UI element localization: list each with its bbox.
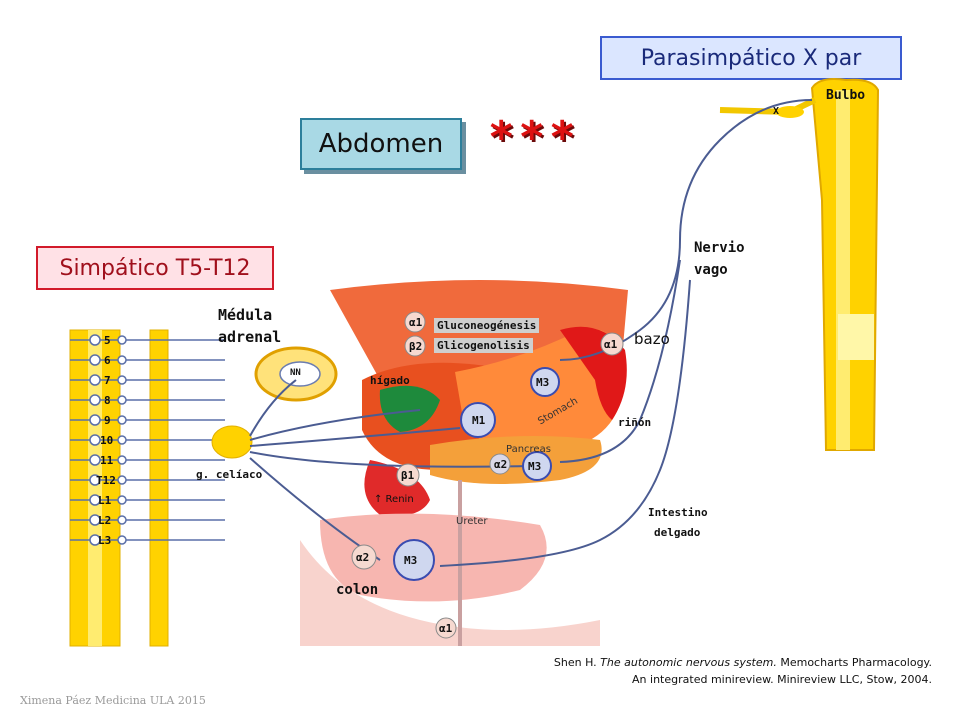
label-higado: hígado	[370, 374, 410, 387]
label-medula: Médula	[218, 306, 273, 324]
label-gluconeogenesis: Gluconeogénesis	[434, 318, 540, 333]
spinal-column-left	[69, 329, 225, 647]
receptor-m3-colon: M3	[404, 554, 418, 567]
label-adrenal: adrenal	[218, 328, 282, 346]
label-nervio: Nervio	[694, 240, 745, 256]
receptor-beta1: β1	[401, 469, 415, 482]
spinal-level-t12: T12	[96, 474, 116, 487]
citation-line2: An integrated minireview. Minireview LLC…	[632, 673, 932, 686]
label-colon: colon	[336, 582, 379, 598]
label-ureter: Ureter	[456, 516, 488, 527]
spinal-level-9: 9	[104, 414, 111, 427]
citation-rest: Memocharts Pharmacology.	[776, 656, 932, 669]
label-intestino: Intestino	[648, 506, 708, 519]
receptor-alpha1-top: α1	[409, 316, 423, 329]
spinal-level-6: 6	[104, 354, 111, 367]
receptor-m3-pancreas: M3	[528, 460, 542, 473]
label-delgado: delgado	[654, 526, 701, 539]
citation-title: The autonomic nervous system.	[600, 656, 777, 669]
parasympathetic-title: Parasimpático X par	[600, 36, 902, 80]
celiac-ganglion	[211, 425, 253, 459]
abdomen-title: Abdomen	[300, 118, 462, 170]
receptor-alpha2: α2	[494, 458, 508, 471]
receptor-m1: M1	[472, 414, 486, 427]
spinal-level-5: 5	[104, 334, 111, 347]
receptor-alpha1-bottom: α1	[439, 622, 453, 635]
label-pancreas: Pancreas	[506, 444, 551, 455]
vagus-x-mark: X	[773, 106, 780, 117]
label-glicogenolisis: Glicogenolisis	[434, 338, 533, 353]
spinal-level-8: 8	[104, 394, 111, 407]
label-bazo: bazo	[634, 330, 670, 348]
spinal-level-10: 10	[100, 434, 114, 447]
emphasis-stars: ***	[488, 112, 580, 163]
receptor-m3-stomach: M3	[536, 376, 550, 389]
citation-author: Shen H.	[553, 656, 601, 669]
label-g-celiaco: g. celíaco	[196, 468, 263, 481]
receptor-beta2-top: β2	[409, 340, 423, 353]
adrenal-medulla	[254, 346, 338, 402]
label-bulbo: Bulbo	[826, 88, 866, 103]
citation: Shen H. The autonomic nervous system. Me…	[512, 654, 932, 688]
brainstem-cord-right	[719, 78, 880, 451]
receptor-alpha1-spleen: α1	[604, 338, 618, 351]
spinal-level-l2: L2	[98, 514, 112, 527]
spinal-level-7: 7	[104, 374, 111, 387]
receptor-badges	[351, 311, 624, 639]
spinal-level-l1: L1	[98, 494, 112, 507]
label-rinon: riñón	[618, 416, 652, 429]
sympathetic-title: Simpático T5-T12	[36, 246, 274, 290]
label-renin: ↑ Renin	[374, 494, 414, 505]
receptor-alpha2-colon: α2	[356, 551, 370, 564]
spinal-level-11: 11	[100, 454, 114, 467]
spinal-level-l3: L3	[98, 534, 112, 547]
receptor-nn: NN	[290, 368, 301, 378]
author-credit: Ximena Páez Medicina ULA 2015	[20, 694, 206, 707]
label-vago: vago	[694, 262, 728, 278]
